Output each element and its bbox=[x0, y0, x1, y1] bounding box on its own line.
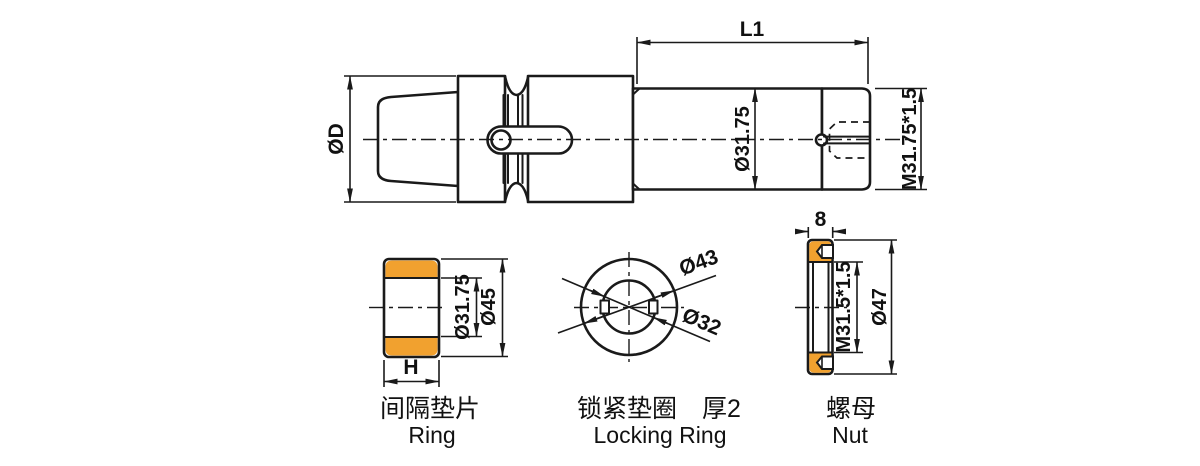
dim-nut-thread: M31.5*1.5 bbox=[833, 261, 863, 354]
nut-caption-zh: 螺母 bbox=[826, 395, 876, 423]
taper-shank bbox=[376, 90, 460, 188]
locking-ring-caption-en: Locking Ring bbox=[594, 422, 727, 448]
thread-section bbox=[820, 87, 872, 191]
drive-notch-left bbox=[599, 299, 610, 315]
dim-label-shaft-diameter: Ø31.75 bbox=[732, 106, 754, 172]
dim-label-l1: L1 bbox=[740, 18, 765, 41]
dim-ring-outer: Ø45 bbox=[441, 258, 508, 358]
dim-length-l1: L1 bbox=[636, 18, 869, 84]
main-view: ØD L1 Ø31.75 M31.75*1.5 bbox=[325, 18, 927, 204]
dim-label-thread: M31.75*1.5 bbox=[899, 88, 921, 190]
nut-view: 8 M31.5*1.5 Ø47 螺母 Nut bbox=[794, 208, 897, 448]
dim-thread: M31.75*1.5 bbox=[875, 87, 927, 191]
spanner-notch-top bbox=[815, 244, 834, 259]
dim-label-nut-width: 8 bbox=[815, 208, 827, 231]
dim-nut-outer: Ø47 bbox=[834, 239, 897, 375]
locking-ring-caption-zh: 锁紧垫圈 厚2 bbox=[577, 395, 741, 423]
nut-caption-en: Nut bbox=[832, 422, 868, 448]
ring-section-top bbox=[385, 260, 438, 278]
dim-label-od: ØD bbox=[325, 123, 348, 155]
dim-nut-width: 8 bbox=[794, 208, 847, 238]
ring-caption-zh: 间隔垫片 bbox=[380, 395, 480, 423]
chamfer-bottom bbox=[632, 182, 640, 190]
dim-label-nut-thread: M31.5*1.5 bbox=[833, 261, 855, 352]
dim-label-ring-outer: Ø45 bbox=[478, 288, 500, 326]
ring-view: Ø31.75 Ø45 H 间隔垫片 Ring bbox=[369, 257, 508, 448]
spanner-notch-bottom bbox=[815, 355, 834, 370]
dim-ring-bore: Ø31.75 bbox=[441, 274, 482, 340]
locking-ring-view: Ø43 Ø32 锁紧垫圈 厚2 Locking Ring bbox=[557, 245, 741, 448]
drive-notch-right bbox=[648, 299, 659, 315]
dim-shaft-diameter: Ø31.75 bbox=[732, 88, 758, 190]
dim-outer-diameter: ØD bbox=[325, 75, 456, 203]
ring-section-bottom bbox=[385, 337, 438, 356]
dim-ring-width: H bbox=[383, 356, 440, 387]
chamfer-top bbox=[632, 88, 640, 96]
dim-label-nut-outer: Ø47 bbox=[869, 288, 891, 326]
ring-caption-en: Ring bbox=[408, 422, 455, 448]
dim-label-ring-bore: Ø31.75 bbox=[452, 274, 474, 340]
dim-label-ring-width: H bbox=[403, 356, 418, 379]
